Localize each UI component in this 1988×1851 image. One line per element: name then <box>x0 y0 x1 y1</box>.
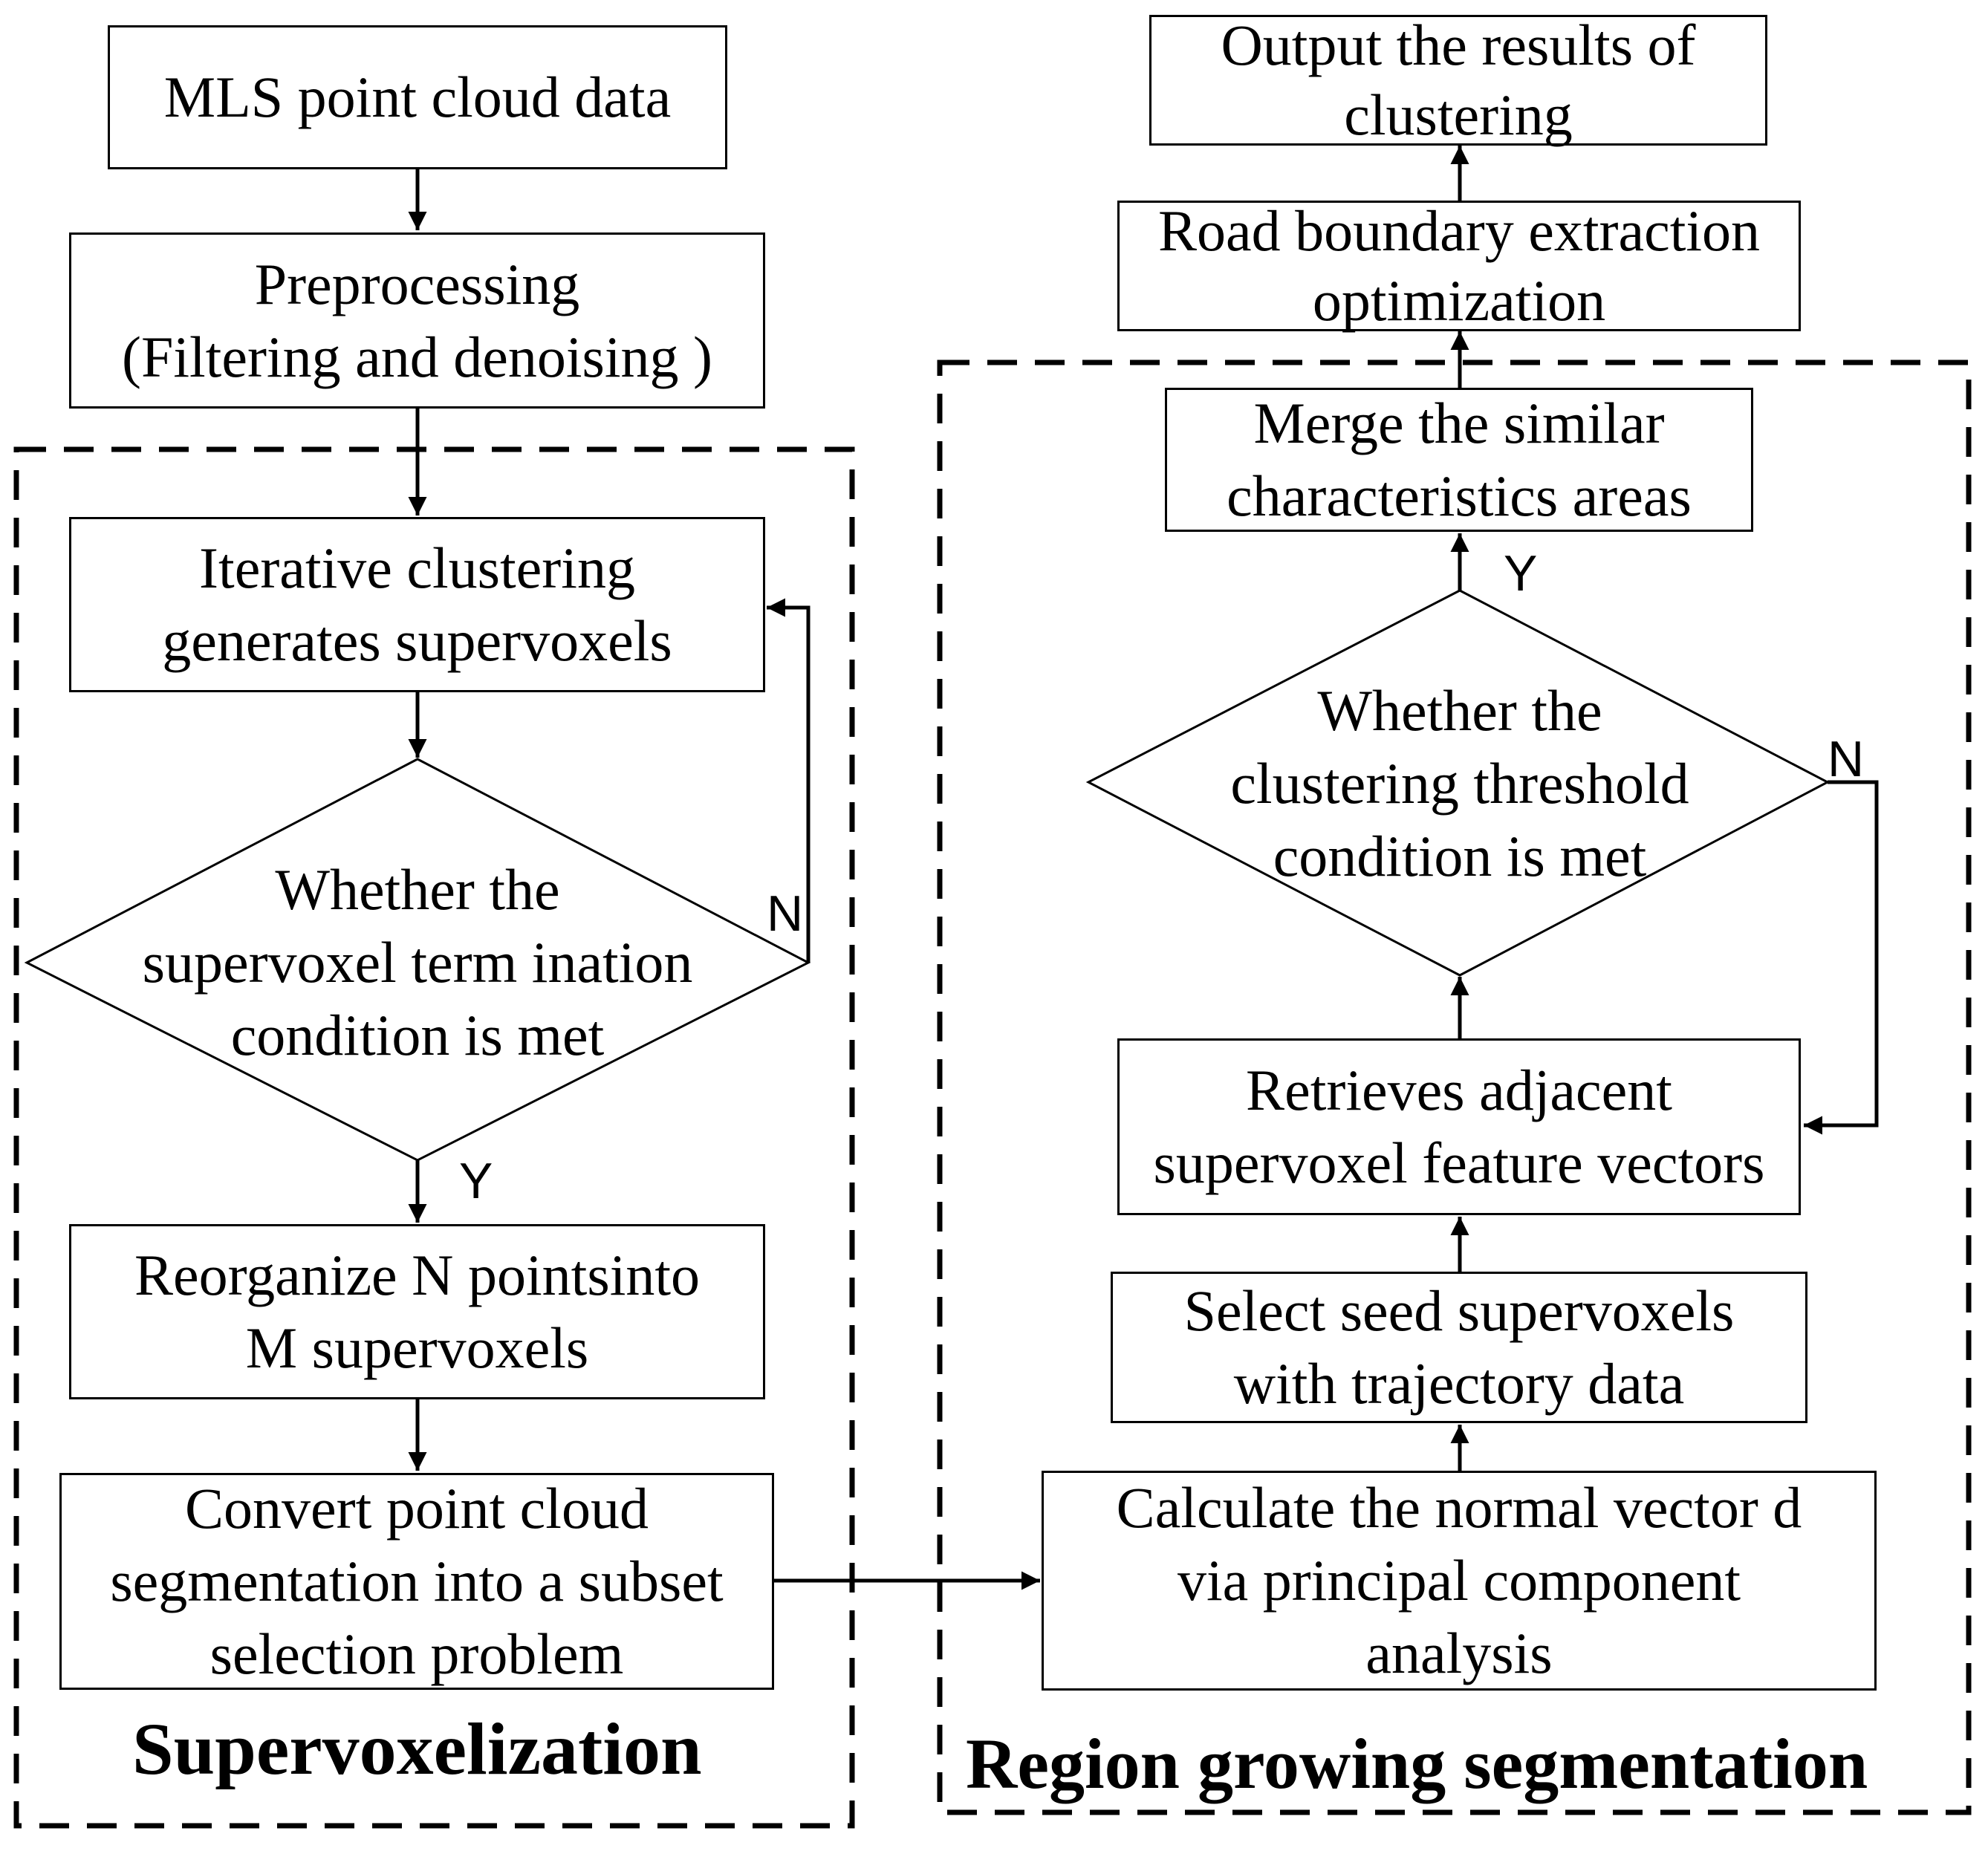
arrow-threshold-no-loop <box>1804 780 1879 1135</box>
retrieves-adjacent-line-2: supervoxel feature vectors <box>1153 1131 1765 1195</box>
road-boundary-line-2: optimization <box>1312 268 1606 333</box>
preprocessing-line-1: Preprocessing <box>254 251 580 316</box>
supervoxel-decision-line-2: supervoxel term ination <box>142 930 693 995</box>
output-line-1: Output the results of <box>1221 13 1696 77</box>
calculate-normal-box: Calculate the normal vector d via princi… <box>1042 1471 1877 1691</box>
convert-line-2: segmentation into a subset <box>110 1549 724 1613</box>
road-boundary-box: Road boundary extraction optimization <box>1117 198 1801 333</box>
supervoxel-decision-line-3: condition is met <box>230 1003 605 1067</box>
convert-line-3: selection problem <box>209 1621 624 1686</box>
calculate-normal-line-3: analysis <box>1365 1621 1553 1685</box>
merge-line-1: Merge the similar <box>1253 391 1665 455</box>
iterative-clustering-line-1: Iterative clustering <box>199 536 635 600</box>
threshold-decision-diamond <box>1085 589 1831 977</box>
calculate-normal-line-2: via principal component <box>1177 1548 1741 1613</box>
reorganize-line-2: M supervoxels <box>245 1315 589 1380</box>
threshold-decision-text: Whether the clustering threshold conditi… <box>1200 672 1720 895</box>
convert-box: Convert point cloud segmentation into a … <box>59 1473 774 1690</box>
iterative-clustering-line-2: generates supervoxels <box>162 608 672 673</box>
road-boundary-line-1: Road boundary extraction <box>1157 198 1761 263</box>
supervoxelization-title: Supervoxelization <box>132 1708 702 1790</box>
arrow-decision-no-loop <box>767 598 811 963</box>
preprocessing-box: Preprocessing (Filtering and denoising ) <box>69 232 765 409</box>
supervoxel-yes-label: Y <box>459 1153 493 1209</box>
iterative-clustering-box: Iterative clustering generates supervoxe… <box>69 517 765 692</box>
retrieves-adjacent-box: Retrieves adjacent supervoxel feature ve… <box>1117 1038 1801 1215</box>
reorganize-line-1: Reorganize N pointsinto <box>134 1243 701 1307</box>
supervoxel-decision-line-1: Whether the <box>275 857 560 922</box>
mls-data-box: MLS point cloud data <box>108 25 727 169</box>
output-line-2: clustering <box>1344 82 1573 147</box>
region-growing-title: Region growing segmentation <box>966 1724 1868 1803</box>
merge-box: Merge the similar characteristics areas <box>1165 388 1753 532</box>
threshold-no-label: N <box>1828 731 1865 787</box>
mls-data-line-1: MLS point cloud data <box>163 65 672 129</box>
retrieves-adjacent-line-1: Retrieves adjacent <box>1246 1058 1672 1122</box>
preprocessing-line-2: (Filtering and denoising ) <box>121 324 713 389</box>
threshold-decision-line-2: clustering threshold <box>1230 751 1689 816</box>
merge-line-2: characteristics areas <box>1227 463 1692 528</box>
convert-line-1: Convert point cloud <box>185 1476 649 1541</box>
threshold-yes-label: Y <box>1504 545 1538 602</box>
output-box: Output the results of clustering <box>1149 13 1767 147</box>
threshold-decision-line-1: Whether the <box>1317 678 1602 743</box>
supervoxel-no-label: N <box>767 885 804 942</box>
supervoxelization-group-frame <box>13 446 855 1829</box>
select-seed-box: Select seed supervoxels with trajectory … <box>1111 1272 1807 1423</box>
select-seed-line-2: with trajectory data <box>1233 1351 1685 1416</box>
threshold-decision-line-3: condition is met <box>1273 824 1647 888</box>
supervoxel-decision-text: Whether the supervoxel term ination cond… <box>120 851 715 1074</box>
region-growing-group-frame <box>937 360 1972 1815</box>
calculate-normal-line-1: Calculate the normal vector d <box>1116 1475 1802 1540</box>
reorganize-box: Reorganize N pointsinto M supervoxels <box>69 1224 765 1399</box>
select-seed-line-1: Select seed supervoxels <box>1183 1278 1735 1343</box>
